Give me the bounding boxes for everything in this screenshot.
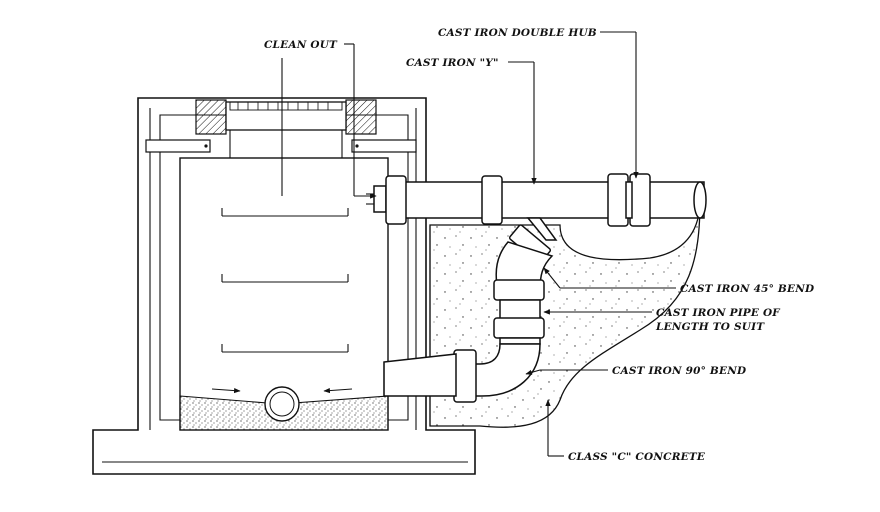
label-clean-out: CLEAN OUT bbox=[264, 39, 338, 51]
label-pipe-line1: CAST IRON PIPE OF bbox=[656, 307, 781, 319]
support-angles bbox=[145, 139, 417, 153]
label-double-hub: CAST IRON DOUBLE HUB bbox=[438, 27, 597, 39]
piping-assembly bbox=[366, 173, 707, 403]
manhole-frame bbox=[195, 99, 377, 160]
label-45-bend: CAST IRON 45° BEND bbox=[680, 283, 815, 295]
annotation-labels: CLEAN OUT CAST IRON DOUBLE HUB CAST IRON… bbox=[264, 27, 815, 463]
riser-box bbox=[179, 157, 389, 431]
label-cast-iron-y: CAST IRON "Y" bbox=[406, 57, 499, 69]
leader-lines bbox=[281, 31, 676, 457]
bench-and-outlet bbox=[179, 386, 389, 431]
label-concrete: CLASS "C" CONCRETE bbox=[568, 451, 706, 463]
label-pipe-line2: LENGTH TO SUIT bbox=[655, 321, 765, 333]
label-90-bend: CAST IRON 90° BEND bbox=[612, 365, 747, 377]
